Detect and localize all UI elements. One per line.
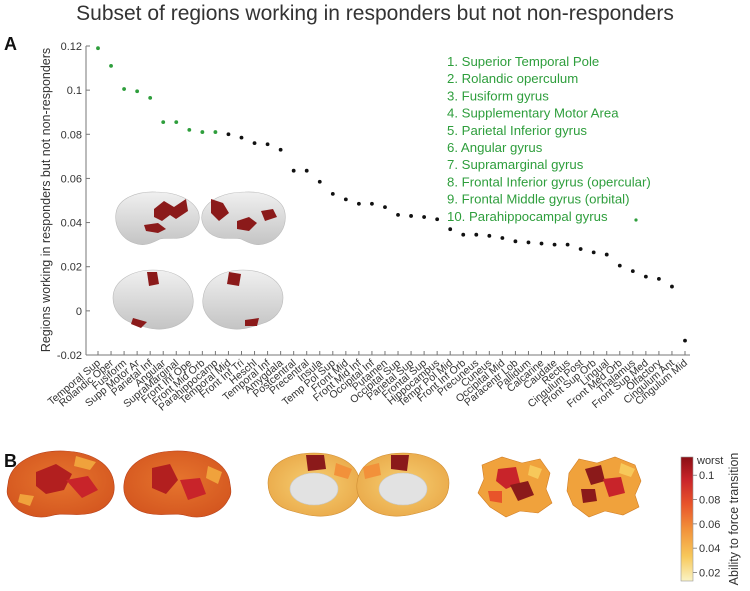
colorbar-ticks: 0.1 0.08 0.06 0.04 0.02 (693, 470, 720, 579)
colorbar: worst 0.1 0.08 0.06 0.04 0.02 Ability to for… (680, 453, 741, 586)
data-point (200, 130, 205, 134)
brain-inset-views (112, 191, 286, 330)
data-point (174, 120, 179, 125)
y-tick-label: 0.1 (67, 85, 82, 97)
data-point (578, 247, 583, 251)
legend-entry: 2. Rolandic operculum (447, 71, 578, 86)
legend-entry: 1. Superior Temporal Pole (447, 54, 599, 69)
legend-entry: 6. Angular gyrus (447, 140, 543, 155)
data-point (461, 232, 466, 237)
data-point (370, 201, 374, 206)
data-point (291, 168, 296, 173)
data-point (109, 63, 113, 68)
data-point (552, 242, 557, 247)
data-point (565, 242, 570, 247)
data-point (213, 130, 218, 134)
panel-b-label: B (4, 451, 17, 471)
data-point (500, 236, 505, 240)
y-axis-label: Regions working in responders but not no… (39, 48, 53, 352)
data-point (135, 89, 140, 94)
brain-b-medial-left (267, 452, 361, 517)
y-tick-label: 0.12 (61, 41, 82, 53)
region-legend: 1. Superior Temporal Pole 2. Rolandic ope… (447, 54, 651, 224)
data-point (161, 120, 166, 125)
legend-entry: 5. Parietal Inferior gyrus (447, 123, 587, 138)
data-point (317, 179, 322, 184)
y-ticks: -0.02 0 0.02 0.04 0.06 0.08 0.1 0.12 (57, 41, 90, 362)
data-point (539, 241, 544, 246)
data-point (96, 46, 100, 51)
chart-axes (85, 46, 690, 356)
y-tick-label: 0.04 (61, 218, 82, 230)
y-tick-label: 0 (76, 306, 82, 318)
data-point (422, 215, 427, 219)
data-point (409, 214, 413, 218)
colorbar-tick-label: 0.08 (699, 495, 720, 507)
data-point (474, 232, 479, 237)
data-point (278, 147, 283, 152)
brain-medial-right (202, 269, 284, 330)
colorbar-gradient (680, 456, 694, 582)
data-point (435, 217, 440, 222)
data-point (683, 338, 687, 343)
brain-b-flatmap-left (477, 456, 553, 518)
data-point (526, 240, 531, 245)
colorbar-tick-label: 0.04 (699, 543, 720, 555)
data-point (239, 135, 244, 140)
legend-marker (634, 218, 638, 222)
data-point (304, 168, 309, 173)
y-tick-label: -0.02 (57, 350, 82, 362)
data-point (617, 263, 622, 268)
legend-entry: 8. Frontal Inferior gyrus (opercular) (447, 174, 651, 189)
y-tick-label: 0.02 (61, 262, 82, 274)
data-point (396, 212, 400, 217)
data-point (643, 274, 648, 279)
colorbar-tick-label: 0.1 (699, 470, 714, 482)
data-point (448, 227, 453, 232)
brain-b-flatmap-right (566, 456, 642, 518)
data-point (604, 252, 609, 257)
legend-entry: 3. Fusiform gyrus (447, 88, 549, 103)
data-point (330, 191, 335, 196)
data-point (591, 250, 596, 255)
data-point (148, 95, 153, 100)
brain-b-lateral-right (123, 450, 232, 518)
colorbar-top-label: worst (696, 455, 723, 467)
brain-b-lateral-left (6, 450, 115, 518)
legend-entry: 4. Supplementary Motor Area (447, 106, 619, 121)
brain-medial-left (112, 269, 194, 330)
colorbar-tick-label: 0.02 (699, 567, 720, 579)
data-point (487, 233, 492, 238)
data-point (513, 239, 518, 244)
data-point (252, 141, 257, 146)
legend-entry: 10. Parahippocampal gyrus (447, 209, 608, 224)
panel-b-brains (6, 450, 642, 518)
legend-entry: 7. Supramarginal gyrus (447, 157, 584, 172)
data-point (122, 87, 126, 91)
figure-title: Subset of regions working in responders … (76, 2, 674, 25)
data-points (96, 46, 687, 343)
data-point (265, 142, 270, 147)
data-point (657, 276, 661, 281)
data-point (630, 269, 635, 274)
legend-entry: 9. Frontal Middle gyrus (orbital) (447, 192, 630, 207)
colorbar-title: Ability to force transition (727, 453, 741, 586)
data-point (187, 127, 192, 132)
panel-a-label: A (4, 34, 17, 54)
data-point (383, 205, 387, 210)
colorbar-tick-label: 0.06 (699, 519, 720, 531)
y-tick-label: 0.08 (61, 129, 82, 141)
data-point (226, 132, 231, 137)
brain-lateral-right (201, 191, 286, 245)
y-tick-label: 0.06 (61, 173, 82, 185)
brain-b-medial-right (356, 452, 450, 517)
data-point (670, 284, 674, 289)
data-point (343, 197, 348, 202)
data-point (356, 201, 361, 206)
brain-lateral-left (115, 191, 200, 245)
